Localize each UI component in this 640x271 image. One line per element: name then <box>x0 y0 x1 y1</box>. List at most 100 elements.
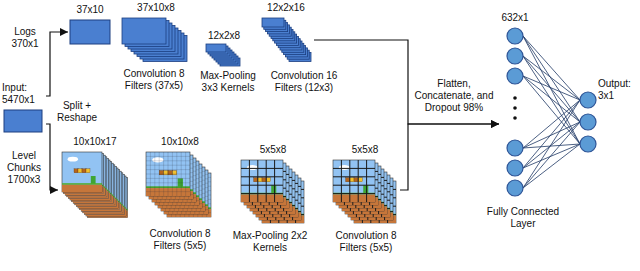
caption-label: Max-Pooling 3x3 Kernels <box>196 70 260 94</box>
sky <box>146 152 190 196</box>
weight-line <box>523 100 580 148</box>
input-vector <box>4 110 42 132</box>
ellipsis-dot <box>513 106 517 110</box>
dimension-label: Input: 5470x1 <box>2 82 46 106</box>
caption-label: Convolution 16 Filters (12x3) <box>262 70 346 94</box>
block <box>254 178 258 182</box>
caption-label: Convolution 8 Filters (5x5) <box>324 230 408 254</box>
grid-line <box>146 178 190 179</box>
caption-label: Split + Reshape <box>54 100 100 124</box>
level-chunk <box>62 152 102 192</box>
dimension-label: Output: 3x1 <box>598 78 636 102</box>
neuron <box>507 180 523 196</box>
grid-line <box>241 185 283 186</box>
connector-arrow <box>400 124 499 190</box>
connector-arrow <box>46 32 68 96</box>
neuron <box>507 68 523 84</box>
weight-line <box>523 36 580 122</box>
branch-label: Level Chunks 1700x3 <box>2 150 46 186</box>
level-chunk <box>146 152 190 196</box>
pipe <box>91 176 96 184</box>
layer-node: 37x10x8 <box>118 2 194 64</box>
caption-label: Flatten, Concatenate, and Dropout 98% <box>412 78 496 114</box>
layer-node: 10x10x17 <box>58 136 132 222</box>
weight-line <box>523 122 580 188</box>
feature-map <box>262 18 284 27</box>
grid-line <box>146 187 190 188</box>
weight-line <box>523 122 580 168</box>
cloud <box>247 165 258 170</box>
feature-map-stack <box>262 18 311 62</box>
weight-line <box>523 56 580 144</box>
grid-line <box>249 160 250 202</box>
sky <box>333 160 375 202</box>
fully-connected-weights <box>523 36 580 188</box>
layer-node: 632x1 <box>499 12 531 200</box>
feature-map <box>206 44 226 52</box>
block <box>258 178 262 182</box>
grid-line <box>176 152 177 196</box>
sky <box>241 160 283 202</box>
output-neuron <box>580 92 596 108</box>
neuron <box>507 28 523 44</box>
dimension-label: 632x1 <box>499 12 531 24</box>
weight-line <box>523 56 580 122</box>
grid-line <box>333 185 375 186</box>
caption-label: Convolution 8 Filters (37x5) <box>112 68 196 92</box>
grid-line <box>146 174 190 175</box>
block <box>354 178 358 182</box>
block <box>262 178 266 182</box>
weight-line <box>523 56 580 100</box>
grid-line <box>241 168 283 169</box>
dimension-label: 37x10 <box>68 4 112 16</box>
pipe <box>363 185 368 193</box>
block <box>78 169 82 173</box>
grid-line <box>349 160 350 202</box>
weight-line <box>523 100 580 168</box>
dimension-label: 10x10x8 <box>143 136 217 148</box>
grid-line <box>241 193 283 194</box>
block <box>82 169 86 173</box>
grid-line <box>274 160 275 202</box>
sky <box>62 152 102 192</box>
grid-line <box>333 176 375 177</box>
level-chunk-stack <box>333 160 396 223</box>
caption-label: Fully Connected Layer <box>478 206 568 230</box>
grid-line <box>146 191 190 192</box>
grid-line <box>172 152 173 196</box>
caption-label: Convolution 8 Filters (5x5) <box>138 228 222 252</box>
grid-line <box>333 193 375 194</box>
grid-line <box>333 168 375 169</box>
dimension-label: 5x5x8 <box>330 144 400 156</box>
neuron <box>507 160 523 176</box>
level-chunk-stack <box>146 152 211 217</box>
grass <box>62 183 102 185</box>
weight-line <box>523 76 580 122</box>
dimension-label: 37x10x8 <box>118 2 194 14</box>
weight-line <box>523 100 580 188</box>
cloud <box>339 165 350 170</box>
ellipsis-dot <box>513 116 517 120</box>
ground <box>333 194 375 202</box>
output-neuron <box>580 114 596 130</box>
connector-arrow <box>314 40 499 124</box>
grid-line <box>241 176 283 177</box>
neuron <box>507 140 523 156</box>
cloud <box>68 157 78 162</box>
dimension-label: 10x10x17 <box>58 136 132 148</box>
layer-node: 37x10 <box>68 4 112 48</box>
dimension-label: 5x5x8 <box>238 144 308 156</box>
ground <box>62 185 102 192</box>
layer-node: 12x2x8 <box>201 30 247 68</box>
block <box>346 178 350 182</box>
level-chunk-stack <box>241 160 304 223</box>
block <box>358 178 362 182</box>
output-neuron <box>580 136 596 152</box>
cloud <box>79 168 89 173</box>
dimension-label: 12x2x16 <box>258 2 314 14</box>
weight-line <box>523 76 580 100</box>
grid-line <box>341 160 342 202</box>
grid-line <box>366 160 367 202</box>
grass <box>241 193 283 195</box>
